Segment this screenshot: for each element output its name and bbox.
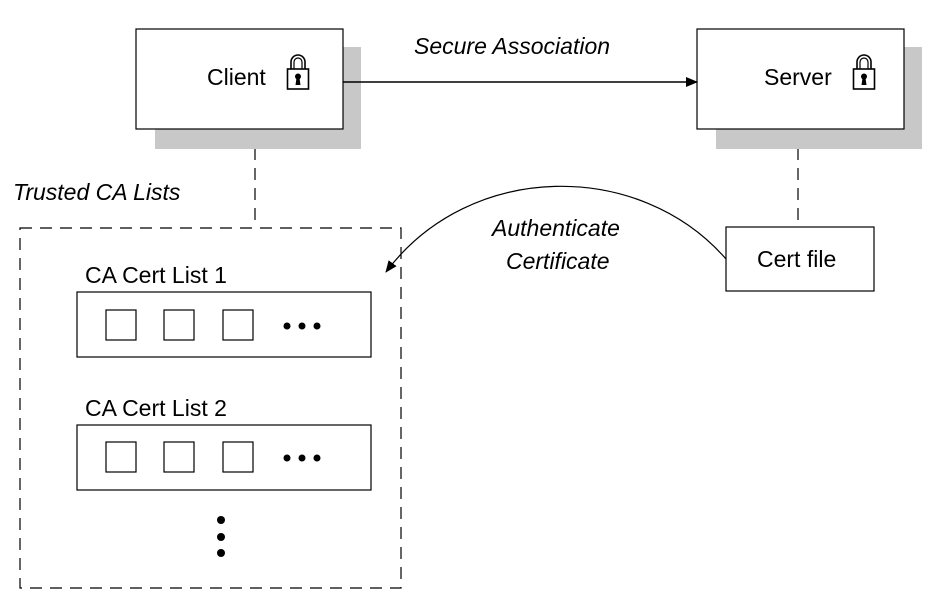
authenticate-label: Authenticate [492, 215, 620, 241]
more-lists-ellipsis [217, 516, 225, 557]
trusted-ca-container [19, 227, 402, 589]
ca-cert-list-1 [76, 291, 372, 358]
cert-slot-icon [105, 441, 137, 473]
ca-cert-list-2 [76, 424, 372, 491]
client-label: Client [207, 64, 266, 90]
cert-slot-icon [105, 309, 137, 341]
ellipsis-dot [298, 322, 306, 330]
ca-cert-list-2-label: CA Cert List 2 [85, 395, 227, 421]
cert-slot-icon [222, 309, 254, 341]
ca-cert-list-1-label: CA Cert List 1 [85, 262, 227, 288]
ellipsis-dot [283, 454, 291, 462]
ellipsis-dot [283, 322, 291, 330]
cert-file-label: Cert file [757, 246, 837, 272]
cert-slot-icon [163, 441, 195, 473]
ellipsis-dot [313, 322, 321, 330]
server-label: Server [764, 64, 832, 90]
cert-slot-icon [222, 441, 254, 473]
ellipsis-dot [298, 454, 306, 462]
cert-slot-icon [163, 309, 195, 341]
certificate-label: Certificate [506, 248, 610, 274]
secure-association-label: Secure Association [414, 33, 611, 59]
trusted-ca-lists-title: Trusted CA Lists [13, 179, 181, 205]
server-node [696, 28, 922, 149]
authenticate-certificate-arrow [385, 185, 727, 273]
client-node [135, 28, 361, 149]
ellipsis-dot [313, 454, 321, 462]
